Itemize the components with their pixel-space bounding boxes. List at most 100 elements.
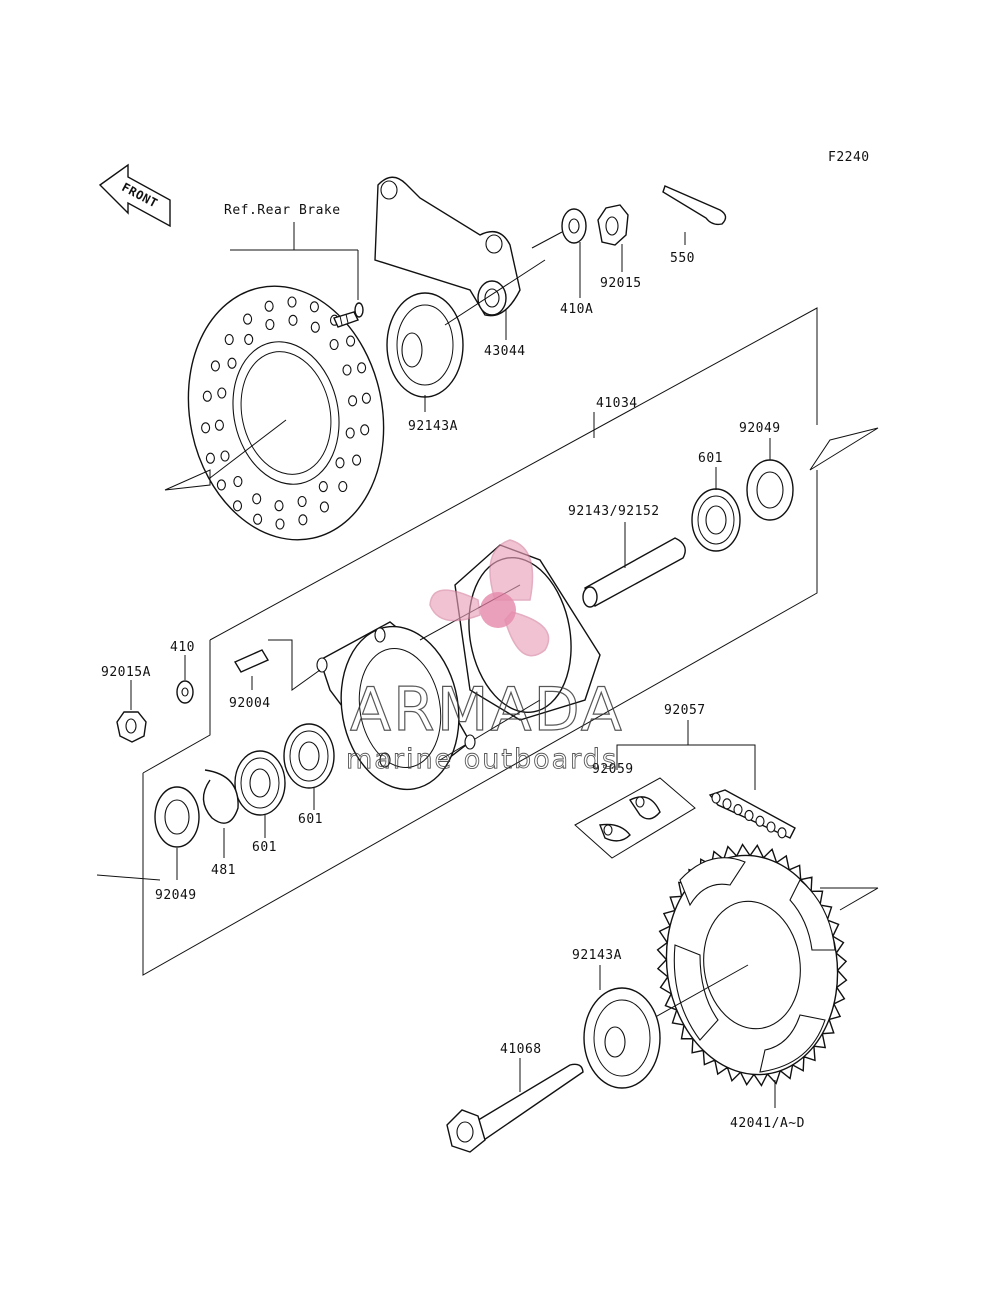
label-601-left-b: 601: [298, 812, 323, 827]
label-92057: 92057: [664, 703, 706, 718]
stud-92004: [233, 639, 321, 691]
washer-410: [176, 655, 194, 704]
disc-hole: [348, 395, 358, 407]
watermark-tagline: marine outboards: [346, 744, 618, 775]
reference-label: Ref.Rear Brake: [224, 203, 341, 218]
disc-hole: [357, 362, 367, 374]
oil-seal-left: [154, 786, 200, 880]
collar-top: [386, 259, 546, 412]
chain-link: [755, 815, 765, 827]
label-601-left-a: 601: [252, 840, 277, 855]
disc-bolt: [333, 302, 364, 328]
circlip-481: [202, 769, 239, 858]
label-92143-92152: 92143/92152: [568, 504, 660, 519]
label-43044: 43044: [484, 344, 526, 359]
propeller-blade: [489, 539, 534, 601]
label-601-right: 601: [698, 451, 723, 466]
reference-bracket: [230, 222, 359, 300]
label-41034: 41034: [596, 396, 638, 411]
rear-axle: [446, 1058, 584, 1153]
master-link: [574, 777, 696, 859]
disc-hole: [318, 481, 328, 493]
disc-hole: [345, 427, 355, 439]
nut-92015a: [116, 680, 147, 743]
oil-seal-right: [746, 438, 794, 521]
chain-link: [733, 804, 743, 816]
watermark-brand: ARMADA: [350, 675, 624, 745]
disc-hole: [346, 335, 356, 347]
label-92049-right: 92049: [739, 421, 781, 436]
brake-disc: [164, 285, 385, 541]
disc-hole: [361, 392, 371, 404]
front-direction-icon: FRONT: [98, 163, 171, 228]
chain-link: [711, 792, 721, 804]
label-92049-left: 92049: [155, 888, 197, 903]
armada-watermark: ARMADA marine outboards: [346, 539, 624, 775]
disc-hole: [360, 424, 370, 436]
label-92143a-top: 92143A: [408, 419, 458, 434]
disc-hole: [201, 422, 211, 434]
disc-hole: [288, 314, 298, 326]
disc-hole: [298, 514, 308, 526]
chain-link: [777, 827, 787, 839]
disc-hole: [244, 333, 254, 345]
disc-hole: [335, 457, 345, 469]
label-42041: 42041/A~D: [730, 1116, 805, 1131]
disc-hole: [232, 500, 243, 512]
cotter-pin: [662, 185, 727, 245]
disc-hole: [224, 333, 234, 346]
disc-hole: [265, 318, 275, 331]
bearing-left-outer: [234, 750, 286, 838]
disc-hole: [217, 387, 227, 399]
chain-link: [722, 798, 732, 810]
disc-hole: [253, 513, 263, 525]
washer-410a: [531, 208, 587, 298]
disc-hole: [210, 360, 220, 372]
disc-hole: [220, 450, 230, 462]
disc-hole: [319, 501, 329, 513]
collar-bottom: [583, 965, 661, 1089]
disc-hole: [274, 500, 284, 512]
label-41068: 41068: [500, 1042, 542, 1057]
propeller-blade: [429, 589, 481, 622]
chain-link: [744, 809, 754, 821]
disc-hole: [309, 301, 319, 313]
disc-hole: [264, 300, 274, 312]
caliper-bracket: [374, 176, 521, 340]
disc-hole: [310, 321, 320, 333]
bearing-left-inner: [283, 723, 335, 810]
bearing-right: [691, 467, 741, 552]
axle-frame: [96, 307, 879, 976]
disc-hole: [342, 364, 352, 376]
drive-chain: [708, 789, 796, 839]
disc-hole: [214, 419, 224, 431]
propeller-blade: [504, 611, 550, 657]
disc-hole: [287, 296, 297, 308]
disc-hole: [297, 495, 307, 508]
disc-hole: [338, 480, 348, 493]
spacer-tube: [582, 522, 686, 608]
label-410: 410: [170, 640, 195, 655]
disc-hole: [243, 313, 253, 325]
disc-hole: [329, 338, 339, 351]
label-92143a-bottom: 92143A: [572, 948, 622, 963]
armada-propeller-icon: [429, 539, 550, 657]
label-92015a: 92015A: [101, 665, 151, 680]
figure-code: F2240: [828, 150, 870, 165]
disc-hole: [233, 475, 243, 488]
disc-hole: [216, 479, 226, 491]
label-550: 550: [670, 251, 695, 266]
disc-hole: [252, 493, 262, 505]
label-481: 481: [211, 863, 236, 878]
disc-hole: [202, 390, 212, 402]
propeller-hub: [480, 592, 516, 628]
chain-link: [766, 821, 776, 833]
label-92015: 92015: [600, 276, 642, 291]
disc-hole: [352, 454, 362, 466]
disc-hole: [205, 452, 215, 464]
disc-hole: [275, 518, 285, 530]
label-410a: 410A: [560, 302, 593, 317]
nut-92015: [597, 204, 629, 272]
